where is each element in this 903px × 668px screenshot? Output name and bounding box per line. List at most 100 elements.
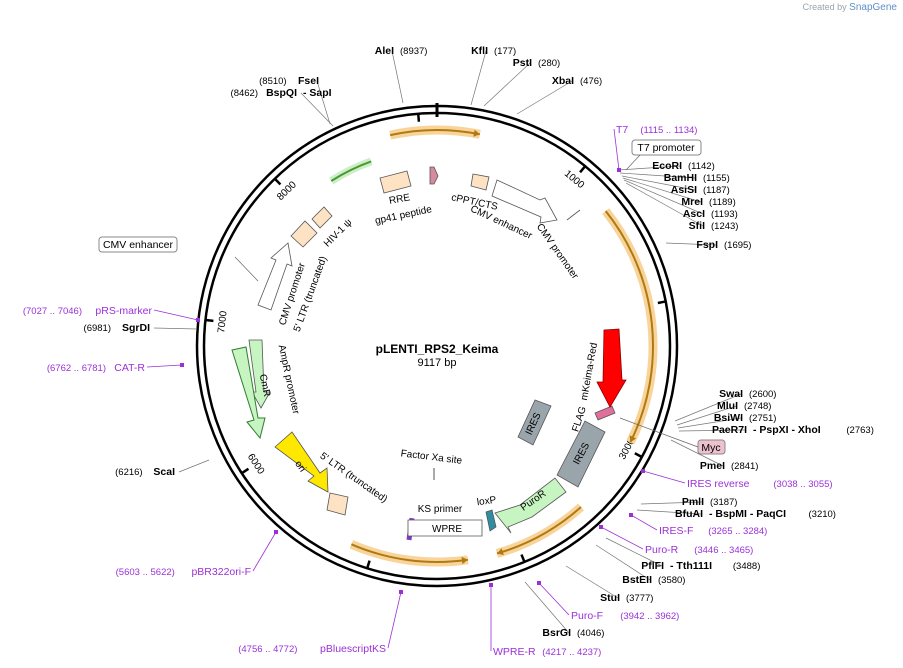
enzyme-bspqi[interactable]: BspQI(8462)- SapI (231, 87, 332, 99)
enzyme-fspi[interactable]: FspI(1695) (696, 239, 751, 251)
feature-ires-inner[interactable]: IRES (517, 399, 552, 446)
primer-puro-r[interactable]: Puro-R(3446 .. 3465) (645, 544, 753, 556)
enzyme-name: KflI (471, 45, 488, 57)
enzyme-leader-paer7i (678, 429, 746, 432)
primer-range: (6762 .. 6781) (47, 363, 106, 374)
ori-arrow (274, 431, 329, 493)
feature-ori[interactable]: ori (274, 431, 329, 493)
enzyme-psti[interactable]: PstI(280) (513, 57, 560, 69)
t7-promoter-box[interactable]: T7 promoter (631, 139, 702, 156)
enzyme-bamhi[interactable]: BamHI(1155) (664, 172, 730, 184)
primer-wpre-r[interactable]: WPRE-R(4217 .. 4237) (493, 646, 601, 658)
enzyme-name: SgrDI (122, 322, 150, 334)
enzyme-ecori[interactable]: EcoRI(1142) (652, 160, 715, 172)
feature-ires-outer[interactable]: IRES (556, 420, 606, 488)
enzyme-leader-swai (674, 393, 742, 422)
enzyme-sfii[interactable]: SfiI(1243) (689, 220, 739, 232)
enzyme-paer7i[interactable]: PaeR7I(2763)- PspXI - XhoI (712, 424, 874, 436)
primer-cat-r[interactable]: CAT-R(6762 .. 6781) (47, 362, 146, 374)
enzyme-leader-bsteii (595, 544, 651, 581)
primer-range: (3942 .. 3962) (620, 611, 679, 622)
gp41-label: gp41 peptide (374, 204, 433, 227)
feature-hiv-psi[interactable]: HIV-1 ψ (311, 206, 354, 249)
enzyme-sgrdi[interactable]: SgrDI(6981) (84, 322, 151, 334)
primer-range: (4217 .. 4237) (542, 647, 601, 658)
enzyme-mlui[interactable]: MluI(2748) (717, 400, 771, 412)
enzyme-leader-scai (178, 459, 210, 473)
enzyme-leader-bfuai (636, 509, 702, 515)
feature-factor-xa[interactable]: Factor Xa site (400, 448, 463, 480)
feature-puror[interactable]: PuroR (494, 477, 567, 534)
enzyme-xbai[interactable]: XbaI(476) (552, 75, 602, 87)
enzyme-stui[interactable]: StuI(3777) (600, 592, 653, 604)
primer-pbluescriptks[interactable]: pBluescriptKS(4756 .. 4772) (238, 643, 386, 655)
rre-label: RRE (388, 192, 411, 207)
cmv-enhancer-box[interactable]: CMV enhancer (98, 236, 178, 253)
enzyme-pmei[interactable]: PmeI(2841) (700, 460, 759, 472)
enzyme-swai[interactable]: SwaI(2600) (719, 388, 776, 400)
t7-promoter-label: T7 promoter (637, 142, 695, 154)
myc-box[interactable]: Myc (697, 439, 726, 455)
plasmid-length: 9117 bp (418, 357, 457, 369)
enzyme-pflfi[interactable]: PflFI(3488)- Tth111I (641, 560, 760, 572)
enzyme-asci[interactable]: AscI(1193) (683, 208, 738, 220)
enzyme-position: (2751) (749, 413, 776, 424)
primer-t7[interactable]: T7(1115 .. 1134) (616, 124, 697, 136)
enzyme-alei[interactable]: AleI(8937) (375, 45, 428, 57)
enzyme-asisi[interactable]: AsiSI(1187) (671, 184, 730, 196)
tick-label-1000: 1000 (562, 168, 587, 191)
primer-leader (630, 514, 658, 531)
orange-arc-bottom-right-head (497, 548, 504, 556)
feature-wpre[interactable]: WPRE (407, 519, 483, 537)
enzyme-position: (1142) (688, 161, 715, 172)
enzyme-aliases: - Tth111I (670, 560, 712, 572)
enzyme-name: PmlI (682, 496, 704, 508)
orange-arc-bottom-head (461, 556, 468, 565)
enzyme-name: XbaI (552, 75, 574, 87)
enzyme-bsrgi[interactable]: BsrGI(4046) (542, 627, 604, 639)
primer-name: Puro-R (645, 544, 679, 556)
feature-ltr5-bottom[interactable]: 5' LTR (truncated) (318, 451, 389, 516)
snapgene-logo: SnapGene (849, 2, 897, 13)
primer-range: (5603 .. 5622) (116, 567, 175, 578)
feature-rre[interactable]: RRE (379, 170, 412, 207)
enzyme-bfuai[interactable]: BfuAI(3210)- BspMI - PaqCI (675, 508, 836, 520)
primer-puro-f[interactable]: Puro-F(3942 .. 3962) (571, 610, 679, 622)
ampr-promoter-arrow (248, 339, 271, 409)
plasmid-name: pLENTI_RPS2_Keima (376, 342, 499, 356)
enzyme-aliases: - BspMI - PaqCI (709, 508, 786, 520)
feature-ampr-promoter[interactable]: AmpR promoter (248, 339, 301, 416)
cppt-shape (470, 173, 490, 191)
primer-range: (3265 .. 3284) (708, 526, 767, 537)
primer-site (196, 318, 200, 322)
primer-ires-reverse[interactable]: IRES reverse(3038 .. 3055) (687, 478, 833, 490)
enzyme-leader-bsrgi (524, 581, 570, 634)
primer-pbr322ori-f[interactable]: pBR322ori-F(5603 .. 5622) (116, 566, 251, 578)
loxp-label: loxP (476, 495, 497, 509)
loxp-arrow (485, 509, 497, 532)
tick-3000 (634, 452, 643, 459)
enzyme-scai[interactable]: ScaI(6216) (115, 466, 175, 478)
enzyme-mrei[interactable]: MreI(1189) (681, 196, 735, 208)
primer-ires-f[interactable]: IRES-F(3265 .. 3284) (659, 525, 767, 537)
feature-mkeima[interactable]: mKeima-Red (579, 328, 627, 408)
primer-site (180, 363, 184, 367)
feature-cmr[interactable]: CmR (231, 346, 272, 440)
enzyme-leader-bsiwi (677, 417, 742, 429)
enzyme-pmli[interactable]: PmlI(3187) (682, 496, 738, 508)
feature-loxp[interactable]: loxP (476, 495, 497, 532)
cmv-promoter-right-label: CMV promoter (534, 222, 581, 282)
primer-prs-marker[interactable]: pRS-marker(7027 .. 7046) (23, 305, 153, 317)
enzyme-fsei[interactable]: FseI(8510) (259, 75, 319, 87)
enzyme-name: BspQI (266, 87, 297, 99)
hiv-psi-label: HIV-1 ψ (322, 217, 354, 249)
flag-shape (594, 405, 616, 421)
enzyme-kfli[interactable]: KflI(177) (471, 45, 516, 57)
enzyme-leader-sfii (625, 182, 704, 227)
cmv-promoter-right-mark (566, 209, 581, 221)
enzyme-bsiwi[interactable]: BsiWI(2751) (714, 412, 777, 424)
enzyme-leader-kfli (470, 50, 487, 106)
enzyme-name: MluI (717, 400, 738, 412)
enzyme-bsteii[interactable]: BstEII(3580) (622, 574, 685, 586)
cmv-enhancer-box-label: CMV enhancer (103, 239, 174, 251)
